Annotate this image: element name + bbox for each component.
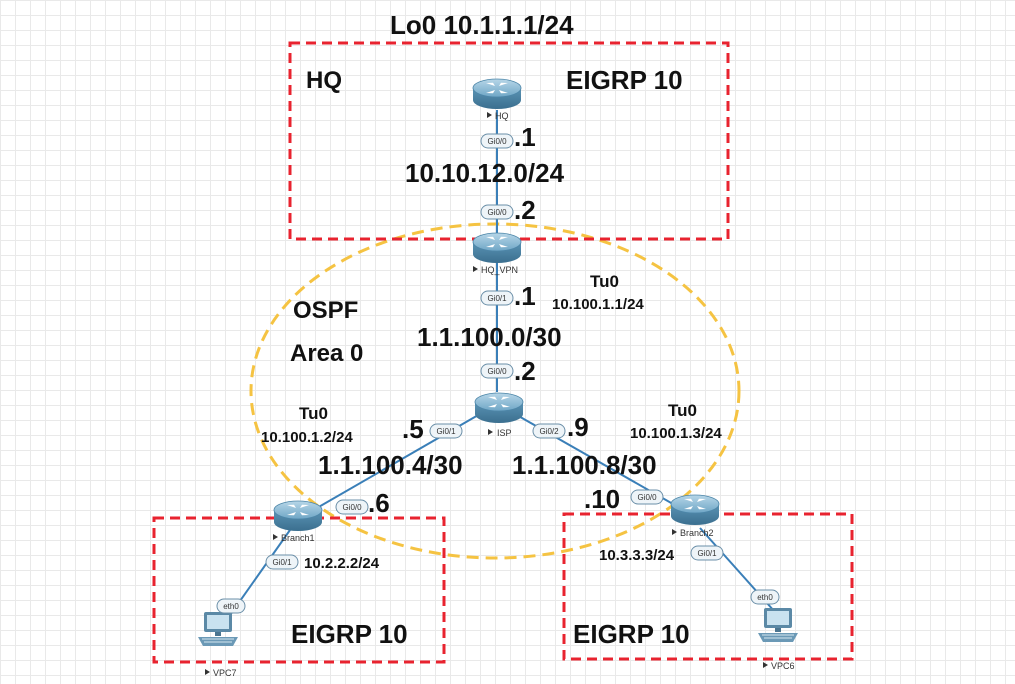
svg-text:VPC7: VPC7	[213, 668, 237, 678]
svg-text:Gi0/1: Gi0/1	[272, 558, 292, 567]
isp-gi00-port[interactable]: Gi0/0	[480, 363, 514, 379]
vpc7-node-label: VPC7	[205, 668, 237, 678]
hq-node-label: HQ	[487, 111, 509, 121]
svg-text:VPC6: VPC6	[771, 661, 795, 671]
branch1-tunnel-ip: 10.100.1.2/24	[261, 429, 353, 446]
svg-text:Gi0/0: Gi0/0	[637, 493, 657, 502]
vpc6-pc-icon[interactable]	[757, 608, 799, 643]
branch2-gi01-port[interactable]: Gi0/1	[690, 545, 724, 561]
branch1-tunnel-label: Tu0	[299, 404, 328, 423]
ospf-area-label: Area 0	[290, 340, 363, 367]
hq-zone-title: HQ	[306, 67, 342, 94]
hqvpn-host-octet-gi00: .2	[514, 195, 536, 225]
svg-text:Gi0/1: Gi0/1	[487, 294, 507, 303]
svg-text:Gi0/0: Gi0/0	[487, 367, 507, 376]
svg-text:HQ: HQ	[495, 111, 509, 121]
hqvpn-router-icon[interactable]	[472, 232, 522, 264]
isp-router-icon[interactable]	[474, 392, 524, 424]
isp-host-octet-gi02: .9	[567, 412, 589, 442]
hq-host-octet: .1	[514, 122, 536, 152]
isp-gi01-port[interactable]: Gi0/1	[429, 423, 463, 439]
vpc6-eth0-port[interactable]: eth0	[750, 589, 780, 605]
branch2-gi00-port[interactable]: Gi0/0	[630, 489, 664, 505]
isp-host-octet-gi01: .5	[402, 414, 424, 444]
branch2-host-octet: .10	[584, 484, 620, 514]
hqvpn-node-label: HQ_VPN	[473, 265, 518, 275]
subnet-hqvpn-isp: 1.1.100.0/30	[417, 322, 562, 352]
svg-text:Branch1: Branch1	[281, 533, 315, 543]
hqvpn-tunnel-ip: 10.100.1.1/24	[552, 296, 644, 313]
svg-text:Gi0/2: Gi0/2	[539, 427, 559, 436]
branch1-eigrp-label: EIGRP 10	[291, 619, 408, 649]
isp-node-label: ISP	[488, 428, 512, 438]
branch1-gi01-port[interactable]: Gi0/1	[265, 554, 299, 570]
branch2-eigrp-label: EIGRP 10	[573, 619, 690, 649]
hqvpn-gi00-port[interactable]: Gi0/0	[480, 204, 514, 220]
svg-text:Gi0/0: Gi0/0	[487, 137, 507, 146]
svg-text:eth0: eth0	[757, 593, 773, 602]
svg-text:eth0: eth0	[223, 602, 239, 611]
svg-text:Gi0/1: Gi0/1	[697, 549, 717, 558]
branch2-tunnel-label: Tu0	[668, 401, 697, 420]
branch2-tunnel-ip: 10.100.1.3/24	[630, 425, 722, 442]
hqvpn-tunnel-label: Tu0	[590, 272, 619, 291]
hq-eigrp-label: EIGRP 10	[566, 65, 683, 95]
subnet-isp-branch1: 1.1.100.4/30	[318, 450, 463, 480]
isp-host-octet-gi00: .2	[514, 356, 536, 386]
hqvpn-host-octet-gi01: .1	[514, 281, 536, 311]
hq-router-icon[interactable]	[472, 78, 522, 110]
hq-loopback-label: Lo0 10.1.1.1/24	[390, 10, 574, 40]
vpc7-eth0-port[interactable]: eth0	[216, 598, 246, 614]
svg-text:Branch2: Branch2	[680, 528, 714, 538]
branch1-gi00-port[interactable]: Gi0/0	[335, 499, 369, 515]
ospf-area-boundary	[249, 222, 741, 560]
vpc6-node-label: VPC6	[763, 661, 795, 671]
vpc7-pc-icon[interactable]	[197, 612, 239, 647]
branch1-node-label: Branch1	[273, 533, 315, 543]
ospf-label: OSPF	[293, 297, 358, 324]
svg-text:ISP: ISP	[497, 428, 512, 438]
branch1-lan-ip: 10.2.2.2/24	[304, 555, 380, 572]
hqvpn-gi01-port[interactable]: Gi0/1	[480, 290, 514, 306]
subnet-isp-branch2: 1.1.100.8/30	[512, 450, 657, 480]
branch2-lan-ip: 10.3.3.3/24	[599, 547, 675, 564]
svg-text:HQ_VPN: HQ_VPN	[481, 265, 518, 275]
hq-gi00-port[interactable]: Gi0/0	[480, 133, 514, 149]
subnet-hq-hqvpn: 10.10.12.0/24	[405, 158, 565, 188]
svg-text:Gi0/1: Gi0/1	[436, 427, 456, 436]
branch1-host-octet: .6	[368, 488, 390, 518]
branch2-router-icon[interactable]	[670, 494, 720, 526]
svg-text:Gi0/0: Gi0/0	[487, 208, 507, 217]
isp-gi02-port[interactable]: Gi0/2	[532, 423, 566, 439]
branch1-router-icon[interactable]	[273, 500, 323, 532]
branch2-node-label: Branch2	[672, 528, 714, 538]
svg-text:Gi0/0: Gi0/0	[342, 503, 362, 512]
